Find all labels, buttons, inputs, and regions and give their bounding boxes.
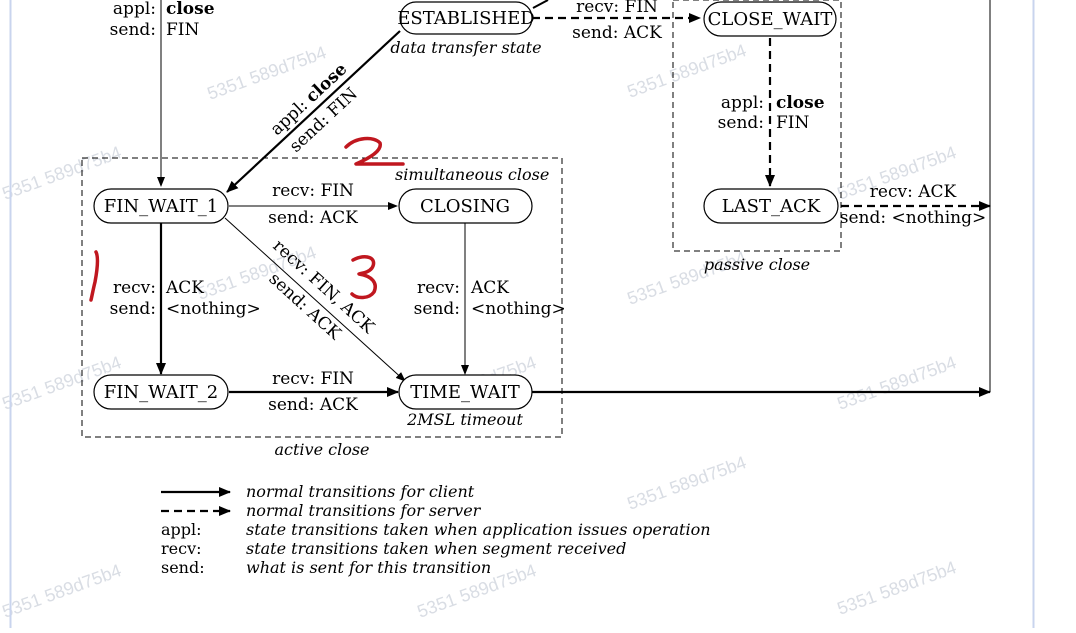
caption-active-close: active close [274, 440, 369, 459]
state-close-wait: CLOSE_WAIT [703, 1, 837, 37]
label-send-ack: send: ACK [268, 208, 358, 228]
handwritten-annotations [89, 136, 405, 302]
legend-text-appl: state transitions taken when application… [246, 520, 711, 539]
label-recv-key: recv: [417, 278, 460, 298]
state-fin-wait-2: FIN_WAIT_2 [93, 374, 229, 410]
label-send-nothing: <nothing> [166, 299, 261, 319]
state-label: CLOSING [420, 196, 510, 217]
label-appl-key: appl: [721, 93, 764, 113]
label-send-key: send: [718, 113, 764, 133]
state-label: FIN_WAIT_1 [104, 196, 219, 217]
label-recv-fin: recv: FIN [272, 181, 354, 201]
label-recv-ack: ACK [470, 278, 509, 298]
state-label: FIN_WAIT_2 [104, 382, 219, 403]
label-appl-close: close [776, 93, 825, 113]
label-send-fin: FIN [166, 20, 200, 40]
caption-2msl-timeout: 2MSL timeout [406, 410, 523, 429]
state-label: CLOSE_WAIT [708, 9, 833, 30]
label-appl-key: appl: [113, 0, 156, 19]
label-recv-key: recv: [113, 278, 156, 298]
legend-key-appl: appl: [161, 520, 202, 539]
legend-text-recv: state transitions taken when segment rec… [246, 539, 626, 558]
state-last-ack: LAST_ACK [703, 188, 839, 224]
state-label: TIME_WAIT [410, 382, 519, 403]
label-send-key: send: [110, 299, 156, 319]
handwritten-mark-2 [344, 136, 405, 166]
caption-simultaneous-close: simultaneous close [395, 165, 549, 184]
handwritten-mark-3 [350, 255, 377, 300]
label-recv-ack: ACK [165, 278, 204, 298]
label-send-nothing: <nothing> [471, 299, 566, 319]
label-send-key: send: [110, 20, 156, 40]
legend: normal transitions for client normal tra… [161, 482, 711, 577]
state-established: ESTABLISHED [397, 1, 535, 35]
watermark: 5351 589d75b4 [835, 557, 959, 619]
caption-data-transfer-state: data transfer state [390, 38, 541, 57]
label-send-fin: FIN [776, 113, 810, 133]
label-send-ack: send: ACK [268, 395, 358, 415]
legend-key-recv: recv: [161, 539, 202, 558]
watermark: 5351 589d75b4 [0, 560, 124, 622]
handwritten-mark-1 [89, 250, 100, 302]
legend-text-send: what is sent for this transition [246, 558, 491, 577]
edge-fin-wait-1-to-time-wait [224, 217, 406, 382]
legend-text-server: normal transitions for server [246, 501, 482, 520]
label-send-ack: send: ACK [572, 23, 662, 43]
label-recv-fin: recv: FIN [272, 369, 354, 389]
state-time-wait: TIME_WAIT [398, 374, 533, 410]
state-closing: CLOSING [398, 188, 533, 224]
caption-passive-close: passive close [704, 255, 810, 274]
passive-close-box [672, 0, 842, 252]
label-send-key: send: [414, 299, 460, 319]
state-label: ESTABLISHED [397, 8, 534, 29]
legend-key-send: send: [161, 558, 205, 577]
label-recv-ack: recv: ACK [870, 182, 957, 202]
watermark: 5351 589d75b4 [625, 452, 749, 514]
edge-established-to-fin-wait-1 [226, 30, 401, 193]
state-label: LAST_ACK [722, 196, 821, 217]
watermark: 5351 589d75b4 [835, 352, 959, 414]
state-fin-wait-1: FIN_WAIT_1 [93, 188, 229, 224]
label-appl-close: close [166, 0, 215, 19]
edge-established-top [532, 0, 549, 9]
active-close-box [81, 157, 563, 438]
legend-text-client: normal transitions for client [246, 482, 475, 501]
label-recv-fin: recv: FIN [576, 0, 658, 17]
label-send-nothing: send: <nothing> [840, 208, 986, 228]
